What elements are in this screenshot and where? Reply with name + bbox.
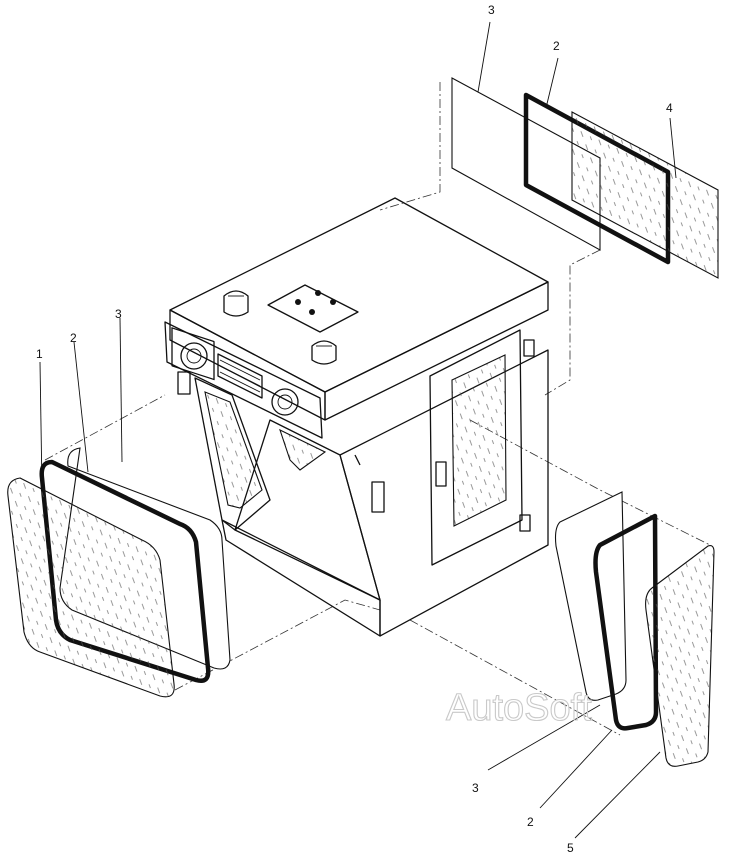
leader-lines [39, 21, 677, 839]
callout-2-top: 2 [553, 39, 560, 53]
left-glass-1 [7, 477, 175, 698]
rear-glass-4 [571, 111, 719, 279]
rear-window-group [451, 77, 719, 279]
front-grille [217, 353, 263, 399]
roof-hatch [267, 284, 359, 333]
front-light-panel [164, 321, 323, 439]
callout-3-bottom: 3 [472, 781, 479, 795]
callout-5-bottom: 5 [567, 841, 574, 855]
right-panel-3 [554, 491, 627, 701]
projection-lines [44, 82, 711, 736]
beacon-left [223, 290, 249, 317]
watermark: AutoSoft [446, 687, 592, 729]
headlight-right [271, 388, 299, 416]
callout-2-left: 2 [70, 331, 77, 345]
callout-4-top: 4 [666, 101, 673, 115]
callouts: 3 2 4 1 2 3 3 2 5 [36, 3, 673, 855]
door-frame [429, 329, 523, 566]
cab-body [164, 197, 549, 637]
door-handle [435, 461, 447, 487]
right-gasket-2 [593, 513, 659, 731]
callout-3-top: 3 [488, 3, 495, 17]
right-glass-5 [645, 545, 715, 767]
beacon-right [311, 340, 337, 365]
callout-1-left: 1 [36, 347, 43, 361]
callout-2-bottom: 2 [527, 815, 534, 829]
headlight-left [171, 327, 215, 381]
right-window-group [554, 491, 715, 767]
callout-3-left: 3 [115, 307, 122, 321]
left-window-group [7, 447, 231, 698]
door-glass [451, 354, 507, 527]
